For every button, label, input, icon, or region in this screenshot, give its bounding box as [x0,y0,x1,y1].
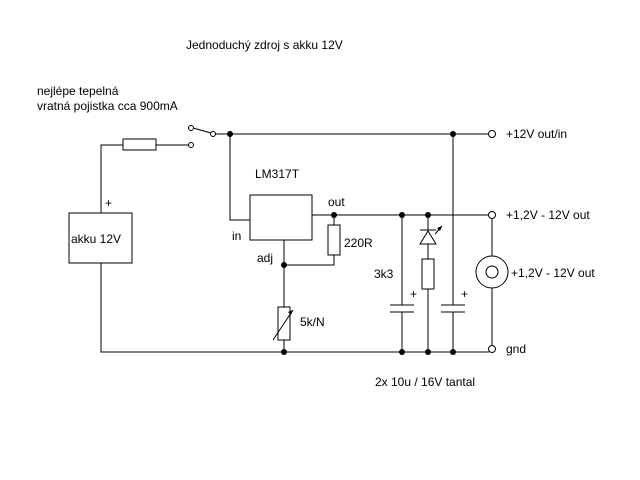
output-jack [475,255,509,289]
regulator-pin-out: out [328,195,345,209]
junction-gnd-led [425,349,431,355]
resistor-220r-label: 220R [344,236,373,250]
fuse [122,138,157,151]
label-adj-out-1: +1,2V - 12V out [506,208,590,222]
label-12v-out: +12V out/in [506,127,567,141]
potentiometer-arrow-head [288,310,293,315]
wire-battery-to-fuse [100,144,123,213]
output-jack-pin [485,265,499,279]
battery-plus-sign: + [105,196,112,210]
regulator-name: LM317T [255,167,300,181]
junction-gnd-cap1 [399,349,405,355]
junction-gnd-cap2 [450,349,456,355]
wire-r1-to-adj [284,255,335,266]
label-gnd: gnd [506,342,526,356]
regulator-lm317t [249,194,313,241]
capacitor1-plus: + [410,287,417,301]
label-adj-out-2: +1,2V - 12V out [511,266,595,280]
potentiometer-arrow-shaft [272,309,294,341]
wire-12v-to-in [229,134,250,221]
terminal-gnd [488,345,496,353]
fuse-note-line2: vratná pojistka cca 900mA [37,99,178,113]
regulator-pin-adj: adj [257,251,273,265]
fuse-note-line1: nejlépe tepelná [37,84,119,98]
switch-common [210,131,216,137]
led-emission-arrowhead [437,226,442,231]
junction-adj [281,262,287,268]
capacitor-note: 2x 10u / 16V tantal [375,375,475,389]
resistor-3k3-label: 3k3 [374,267,394,281]
resistor-220r [327,224,341,256]
junction-gnd-pot [281,349,287,355]
switch-lever [192,127,212,134]
switch-contact-lower [188,142,194,148]
battery-label: akku 12V [71,232,121,246]
regulator-pin-in: in [232,229,241,243]
terminal-adj-out [488,211,496,219]
capacitor2-plus: + [461,287,468,301]
diagram-title: Jednoduchý zdroj s akku 12V [186,38,343,52]
switch-contact-upper [188,125,194,131]
terminal-12v [488,130,496,138]
resistor-3k3 [421,258,435,290]
potentiometer-label: 5k/N [300,315,325,329]
led-diode [419,230,437,245]
wire-gnd-rail [100,263,489,353]
